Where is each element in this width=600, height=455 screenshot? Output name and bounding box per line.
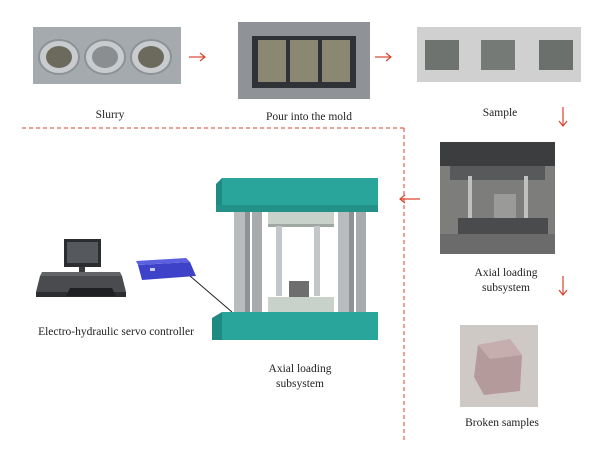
- axial-render-caption-l2: subsystem: [276, 378, 324, 390]
- axial-photo-caption-l2: subsystem: [482, 282, 530, 294]
- arrow-right-1: [189, 52, 206, 62]
- axial-press-render: [212, 178, 378, 340]
- connection-cable: [189, 275, 233, 313]
- axial-loading-photo: [440, 142, 555, 254]
- controller-computer: [36, 239, 126, 297]
- arrow-down-2: [558, 276, 568, 296]
- arrow-left: [399, 194, 420, 204]
- arrow-right-2: [375, 52, 392, 62]
- controller-caption: Electro-hydraulic servo controller: [38, 326, 194, 338]
- slurry-photo: [33, 27, 181, 84]
- mold-photo: [238, 22, 370, 99]
- sample-photo: [417, 27, 581, 82]
- sample-caption: Sample: [482, 107, 518, 119]
- axial-photo-caption-l1: Axial loading: [474, 267, 538, 279]
- servo-controller-box: [136, 258, 196, 280]
- axial-render-caption-l1: Axial loading: [268, 363, 332, 375]
- broken-samples-photo: [460, 325, 538, 407]
- slurry-caption: Slurry: [95, 109, 125, 121]
- pour-caption: Pour into the mold: [266, 111, 352, 123]
- broken-caption: Broken samples: [465, 417, 539, 429]
- arrow-down-1: [558, 107, 568, 127]
